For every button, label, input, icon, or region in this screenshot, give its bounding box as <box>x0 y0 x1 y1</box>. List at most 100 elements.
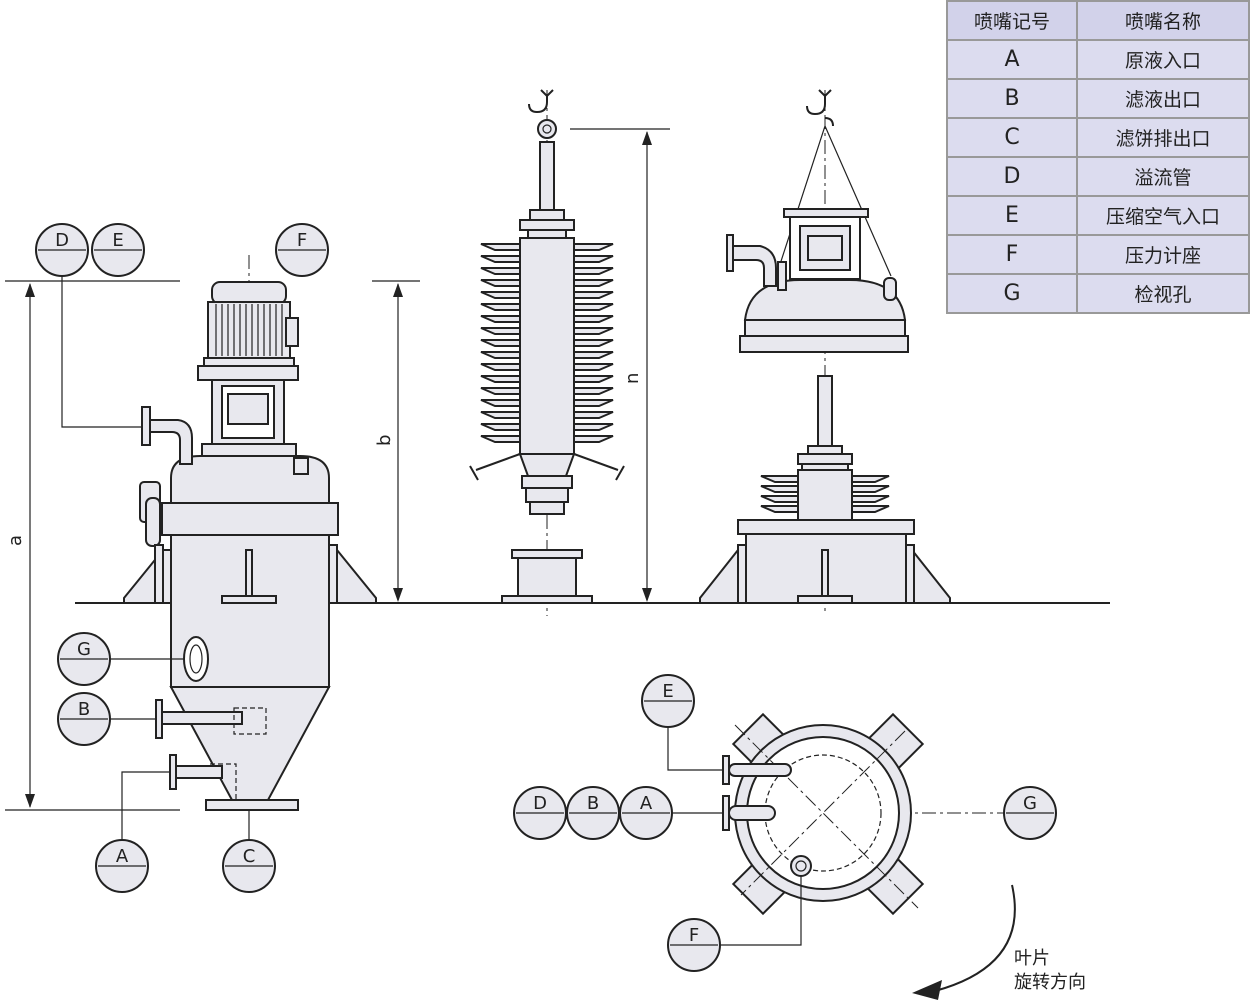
coupling <box>227 393 269 425</box>
bottom-flange <box>205 799 299 811</box>
callout-side-a-label: A <box>116 846 129 867</box>
callout-side-e-label: E <box>112 230 123 251</box>
callout-plan-g: G <box>1003 786 1057 840</box>
callout-plan-d-label: D <box>533 793 547 814</box>
callout-plan-a-label: A <box>640 793 653 814</box>
legend-name: 压力计座 <box>1076 234 1250 275</box>
callout-plan-f-label: F <box>689 925 699 946</box>
callout-side-d: D <box>35 223 89 277</box>
dome-nozzle <box>293 457 309 475</box>
plan-nozzle-e <box>728 763 792 777</box>
plan-leaders <box>667 720 802 946</box>
cover-hook <box>806 89 832 116</box>
callout-plan-e: E <box>641 674 695 728</box>
motor-body <box>207 301 291 359</box>
cover-overflow-pipe <box>732 245 777 287</box>
dim-a-label: a <box>5 535 26 546</box>
nozzle-b-pipe <box>161 711 243 725</box>
legend-name: 检视孔 <box>1076 273 1250 314</box>
callout-plan-f: F <box>667 918 721 972</box>
cover-lifted-view <box>699 89 951 612</box>
dim-b-label: b <box>374 435 395 446</box>
leaf-bottom-cone <box>518 453 576 477</box>
nozzle-b-flange <box>155 699 163 739</box>
vessel-dome <box>170 455 330 504</box>
nozzle-a-hidden <box>210 763 237 801</box>
legend-header-row: 喷嘴记号 喷嘴名称 <box>946 0 1250 41</box>
legend-header-code: 喷嘴记号 <box>946 0 1078 41</box>
callout-side-f-label: F <box>297 230 307 251</box>
overflow-pipe <box>149 419 193 465</box>
callout-plan-g-label: G <box>1023 793 1037 814</box>
sight-glass <box>183 636 209 682</box>
vessel-rim <box>737 519 915 535</box>
callout-plan-a: A <box>619 786 673 840</box>
callout-side-b-label: B <box>78 699 90 720</box>
plan-gauge-seat <box>790 855 812 877</box>
cover-flange <box>744 319 906 337</box>
legend-code: C <box>946 117 1078 158</box>
dimension-n: n <box>570 128 670 602</box>
callout-side-g-label: G <box>77 639 91 660</box>
motor-base-plate <box>197 365 299 381</box>
drive-base <box>201 443 297 457</box>
callout-side-a: A <box>95 839 149 893</box>
rotation-arrow <box>934 884 1016 992</box>
legend-name: 滤液出口 <box>1076 78 1250 119</box>
legend-code: B <box>946 78 1078 119</box>
nozzle-a-pipe <box>175 765 223 779</box>
center-rib <box>245 549 253 599</box>
plan-view <box>672 712 1004 916</box>
callout-side-c: C <box>222 839 276 893</box>
motor-cap <box>211 281 287 305</box>
center-foot <box>221 595 277 604</box>
callout-plan-d: D <box>513 786 567 840</box>
vessel-cone <box>169 686 331 801</box>
lifting-hook <box>528 89 554 114</box>
body-flange <box>161 502 339 536</box>
motor-fins <box>215 304 283 356</box>
leaf-assembly-view <box>469 89 625 616</box>
rotation-note-line2: 旋转方向 <box>1014 972 1086 993</box>
support-cap <box>511 549 583 559</box>
leaf-core <box>519 237 575 455</box>
legend-code: G <box>946 273 1078 314</box>
lifting-eye <box>537 119 557 139</box>
side-leaders <box>61 276 250 842</box>
callout-side-e: E <box>91 223 145 277</box>
nozzle-a-flange <box>169 754 177 790</box>
cover-shaft <box>817 375 833 447</box>
legend-header-name: 喷嘴名称 <box>1076 0 1250 41</box>
legend-code: A <box>946 39 1078 80</box>
legend-code: E <box>946 195 1078 236</box>
plan-leaf-circle <box>764 754 882 872</box>
callout-side-d-label: D <box>55 230 69 251</box>
callout-side-g: G <box>57 632 111 686</box>
motor-flange <box>203 357 295 367</box>
dim-n-label: n <box>622 373 643 384</box>
leaf-shaft <box>539 141 555 211</box>
callout-side-c-label: C <box>243 846 256 867</box>
legend-name: 压缩空气入口 <box>1076 195 1250 236</box>
rotation-note-line1: 叶片 <box>1014 948 1050 969</box>
callout-plan-e-label: E <box>662 681 673 702</box>
legend-code: F <box>946 234 1078 275</box>
side-view <box>123 255 377 835</box>
callout-plan-b-label: B <box>587 793 599 814</box>
sight-glass-inner <box>189 644 203 674</box>
overflow-flange <box>141 406 151 446</box>
callout-plan-b: B <box>566 786 620 840</box>
plan-nozzle-a <box>728 805 776 821</box>
dimension-b: b <box>372 280 420 602</box>
support-base <box>501 595 593 604</box>
legend-name: 溢流管 <box>1076 156 1250 197</box>
motor-terminal-box <box>285 317 299 347</box>
callout-side-b: B <box>57 692 111 746</box>
support-stand <box>517 557 577 597</box>
